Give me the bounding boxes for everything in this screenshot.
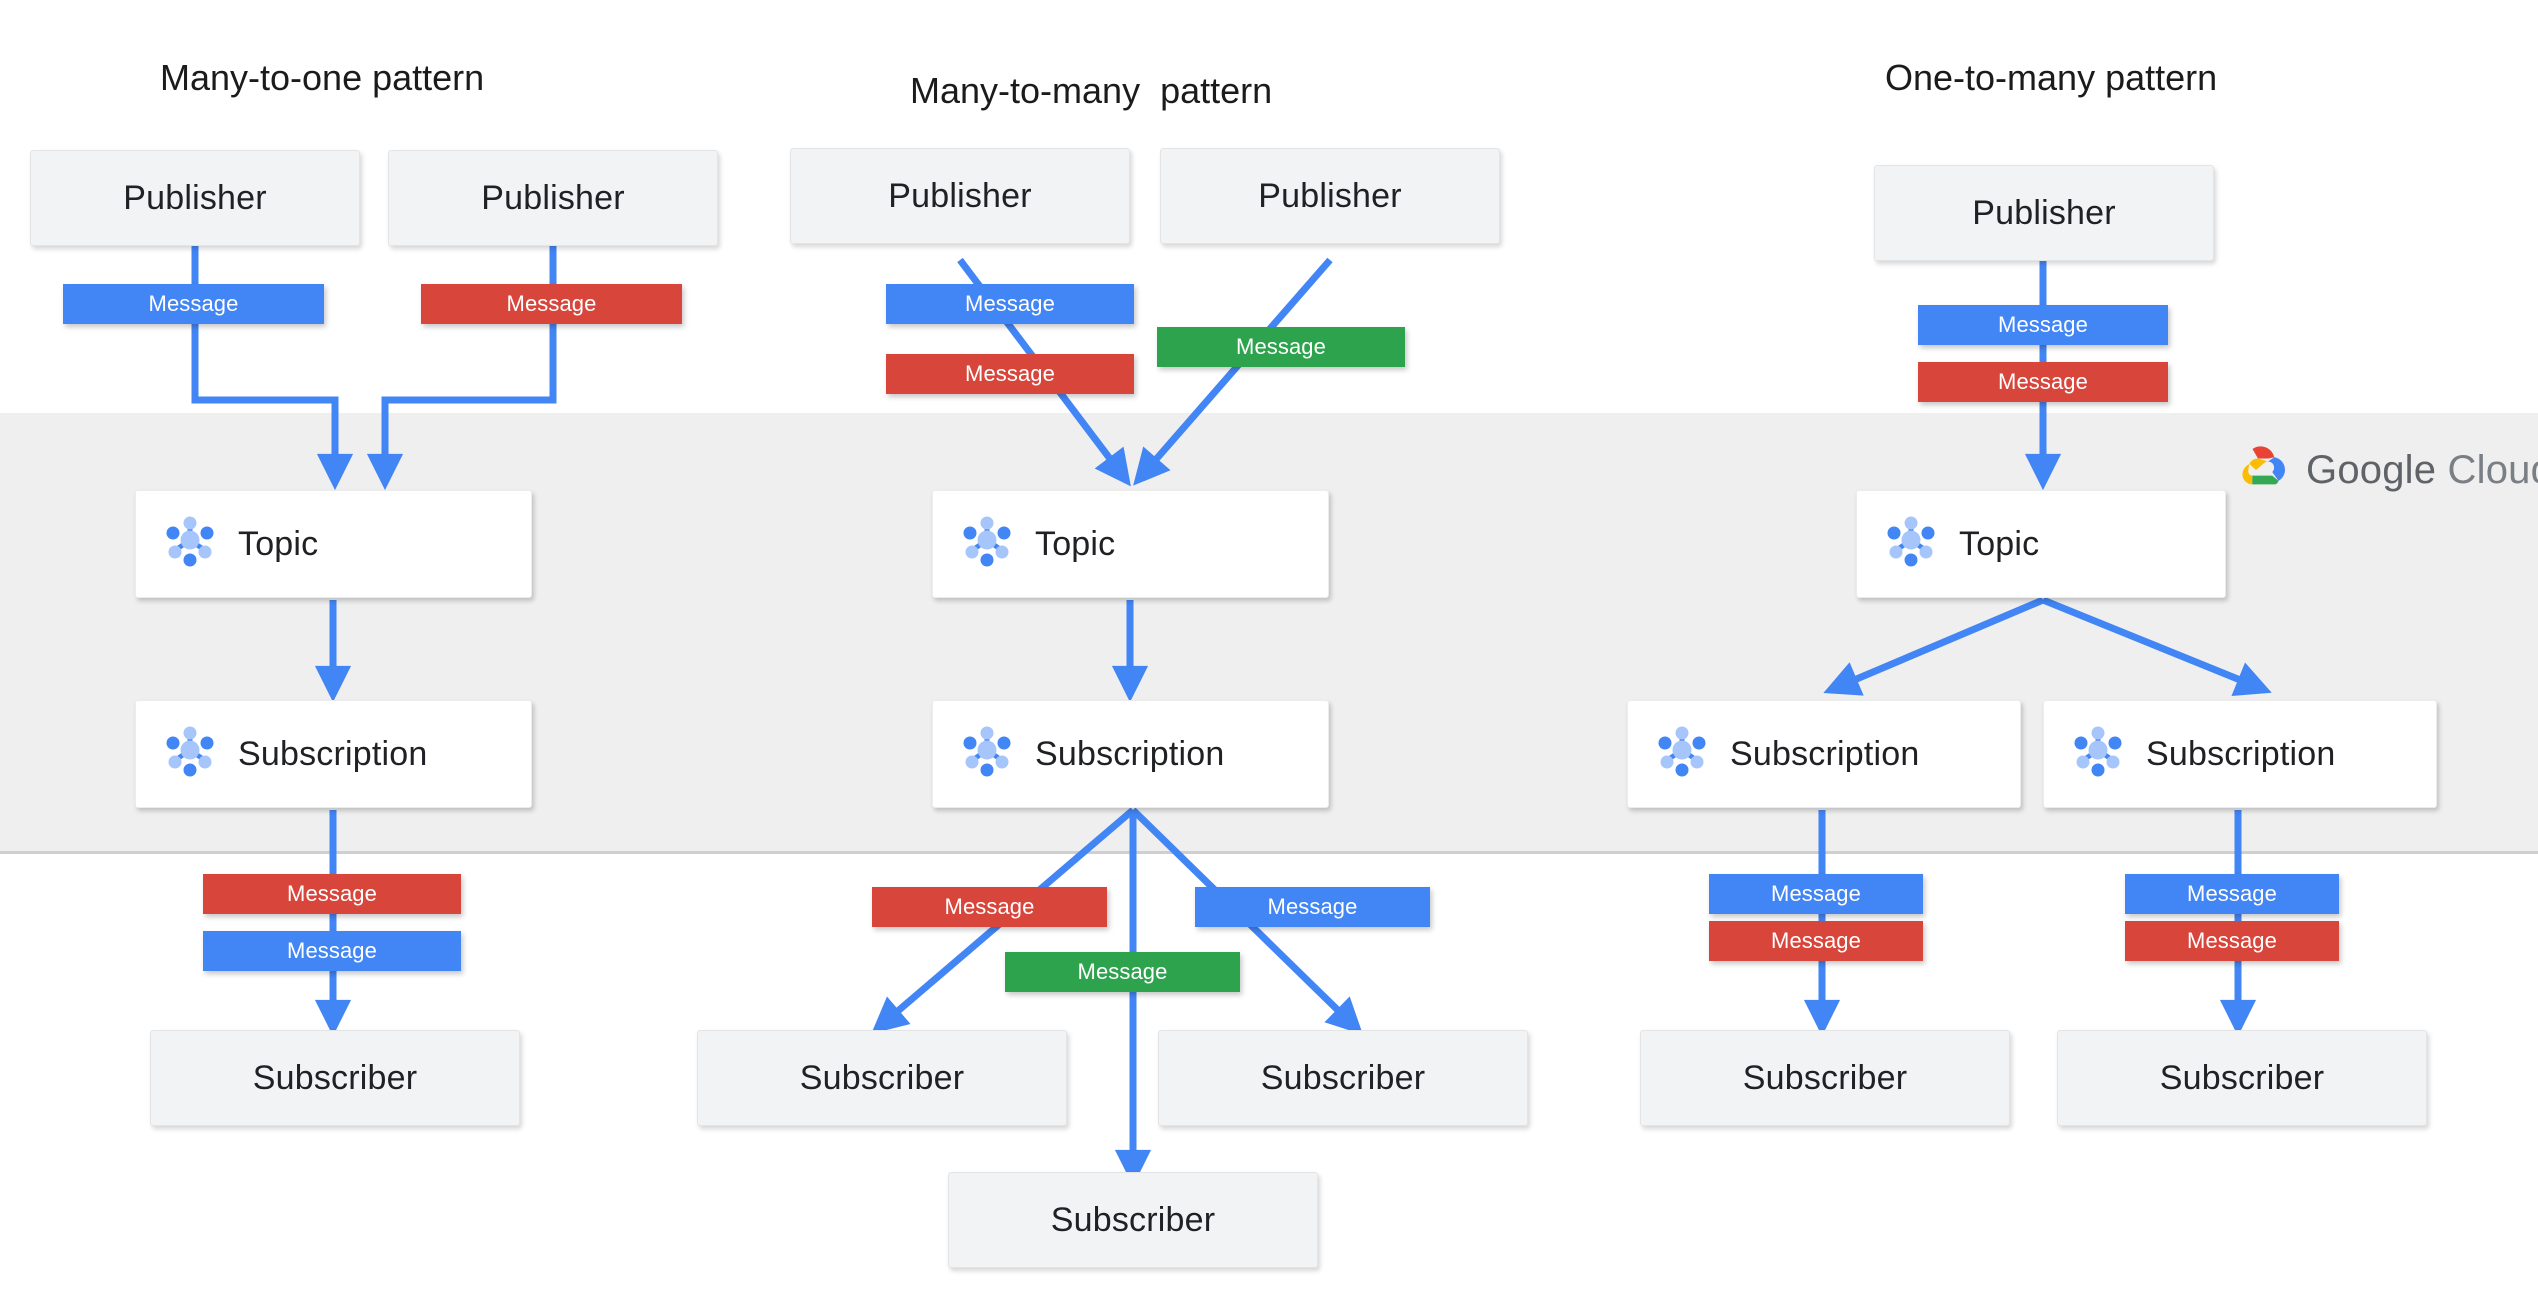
google-cloud-logo-icon [2238,445,2290,496]
topic-label: Topic [238,524,319,563]
publisher-box[interactable]: Publisher [1874,165,2214,261]
pubsub-icon [2070,722,2126,787]
publisher-label: Publisher [481,178,625,217]
heading-many-to-one: Many-to-one pattern [160,57,485,98]
subscriber-label: Subscriber [1050,1200,1216,1239]
subscriber-box[interactable]: Subscriber [150,1030,520,1126]
subscriber-label: Subscriber [252,1058,418,1097]
pubsub-icon [162,722,218,787]
publisher-label: Publisher [1972,193,2116,232]
message-label: Message [287,938,377,963]
message-label: Message [2187,928,2277,953]
subscriber-box[interactable]: Subscriber [948,1172,1318,1268]
publisher-label: Publisher [123,178,267,217]
message-chip: Message [872,887,1107,927]
publisher-box[interactable]: Publisher [388,150,718,246]
google-cloud-wordmark: Google Cloud [2306,448,2538,493]
message-label: Message [506,291,597,316]
subscription-box[interactable]: Subscription [2043,700,2437,808]
publisher-box[interactable]: Publisher [1160,148,1500,244]
message-label: Message [148,291,239,316]
message-label: Message [1267,894,1358,919]
publisher-label: Publisher [1258,176,1402,215]
message-chip: Message [421,284,682,324]
subscriber-box[interactable]: Subscriber [2057,1030,2427,1126]
message-chip: Message [1918,362,2168,402]
pubsub-icon [1654,722,1710,787]
heading-many-to-many: Many-to-many pattern [910,70,1273,111]
subscription-label: Subscription [238,734,428,773]
topic-label: Topic [1035,524,1116,563]
publisher-box[interactable]: Publisher [790,148,1130,244]
message-chip: Message [886,354,1134,394]
message-chip: Message [203,931,461,971]
topic-box[interactable]: Topic [1856,490,2226,598]
subscription-box[interactable]: Subscription [932,700,1329,808]
subscriber-box[interactable]: Subscriber [697,1030,1067,1126]
heading-one-to-many: One-to-many pattern [1885,57,2218,98]
subscription-label: Subscription [2146,734,2336,773]
message-chip: Message [1195,887,1430,927]
subscription-box[interactable]: Subscription [1627,700,2021,808]
edge-pub1-topic [191,158,354,491]
publisher-label: Publisher [888,176,1032,215]
google-cloud-lockup: Google Cloud [2238,445,2538,496]
subscription-box[interactable]: Subscription [135,700,532,808]
message-label: Message [1236,334,1326,359]
pubsub-icon [959,512,1015,577]
message-chip: Message [1918,305,2168,345]
pubsub-icon [162,512,218,577]
subscription-label: Subscription [1730,734,1920,773]
message-label: Message [1077,959,1168,984]
message-chip: Message [63,284,324,324]
message-label: Message [1998,369,2088,394]
message-label: Message [1771,928,1861,953]
message-chip: Message [1709,921,1923,961]
message-label: Message [1998,312,2088,337]
topic-box[interactable]: Topic [932,490,1329,598]
message-label: Message [287,881,377,906]
message-label: Message [965,361,1055,386]
subscriber-box[interactable]: Subscriber [1640,1030,2010,1126]
subscription-label: Subscription [1035,734,1225,773]
publisher-box[interactable]: Publisher [30,150,360,246]
message-chip: Message [1709,874,1923,914]
subscriber-label: Subscriber [799,1058,965,1097]
pubsub-icon [1883,512,1939,577]
message-label: Message [2187,881,2277,906]
message-chip: Message [1157,327,1405,367]
message-chip: Message [886,284,1134,324]
message-label: Message [944,894,1035,919]
message-label: Message [965,291,1055,316]
edge-o2m-topic-sub2 [2041,596,2272,696]
brand-google: Google [2306,448,2437,492]
message-chip: Message [1005,952,1240,992]
message-label: Message [1771,881,1861,906]
edge-pub2-topic [366,158,557,491]
subscriber-label: Subscriber [2159,1058,2325,1097]
message-chip: Message [2125,874,2339,914]
subscriber-box[interactable]: Subscriber [1158,1030,1528,1126]
message-chip: Message [2125,921,2339,961]
subscriber-label: Subscriber [1742,1058,1908,1097]
edge-o2m-topic-sub1 [1823,596,2045,696]
brand-cloud: Cloud [2447,448,2538,492]
subscriber-label: Subscriber [1260,1058,1426,1097]
pubsub-icon [959,722,1015,787]
topic-label: Topic [1959,524,2040,563]
message-chip: Message [203,874,461,914]
topic-box[interactable]: Topic [135,490,532,598]
